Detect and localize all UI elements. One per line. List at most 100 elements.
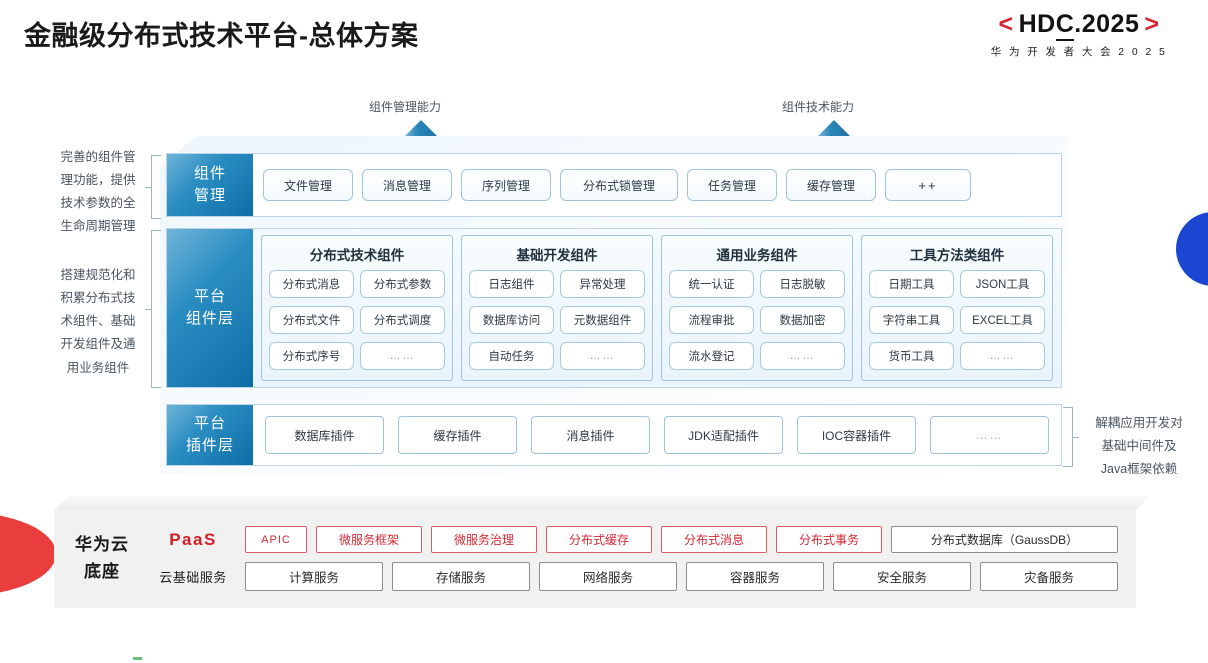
- layer-body-platform-component: 分布式技术组件 分布式消息 分布式参数 分布式文件 分布式调度 分布式序号 ………: [253, 229, 1061, 387]
- hdc-logo-subtitle: 华 为 开 发 者 大 会 2 0 2 5: [990, 46, 1168, 58]
- side-note-left-top-line-2: 技术参数的全: [60, 196, 136, 211]
- caption-component-technology-capability: 组件技术能力: [782, 100, 855, 114]
- cell-tool-methods-more[interactable]: ……: [960, 342, 1045, 370]
- cell-distributed-schedule[interactable]: 分布式调度: [360, 306, 445, 334]
- cell-currency-tool[interactable]: 货币工具: [869, 342, 954, 370]
- layer-label-line-1: 管理: [193, 187, 226, 204]
- cell-string-tool[interactable]: 字符串工具: [869, 306, 954, 334]
- side-note-left-bottom-line-4: 用业务组件: [66, 360, 130, 375]
- cell-basic-dev-more[interactable]: ……: [560, 342, 645, 370]
- plugin-cache[interactable]: 缓存插件: [398, 416, 517, 454]
- chip-distributed-lock-management[interactable]: 分布式锁管理: [560, 169, 678, 201]
- group-title-basic-dev: 基础开发组件: [516, 248, 598, 263]
- layer-label-platform-plugin: 平台 插件层: [167, 405, 253, 465]
- paas-item-microservice-governance[interactable]: 微服务治理: [431, 526, 537, 553]
- paas-panel: 华为云 底座 PaaS APIC 微服务框架 微服务治理 分布式缓存 分布式消息…: [54, 509, 1136, 608]
- side-note-left-bottom-line-3: 开发组件及通: [60, 337, 136, 352]
- cloud-service-network[interactable]: 网络服务: [539, 562, 677, 591]
- cell-auto-task[interactable]: 自动任务: [469, 342, 554, 370]
- group-distributed-tech: 分布式技术组件 分布式消息 分布式参数 分布式文件 分布式调度 分布式序号 ……: [261, 235, 453, 381]
- cell-distributed-file[interactable]: 分布式文件: [269, 306, 354, 334]
- paas-brand-line-0: 华为云: [75, 535, 129, 555]
- chip-add-more[interactable]: ++: [885, 169, 971, 201]
- hdc-text-c: .2025: [1074, 10, 1140, 38]
- bracket-left-component: [145, 230, 161, 388]
- layer-body-component-management: 文件管理 消息管理 序列管理 分布式锁管理 任务管理 缓存管理 ++: [253, 154, 1061, 216]
- chip-sequence-management[interactable]: 序列管理: [461, 169, 551, 201]
- cell-distributed-more[interactable]: ……: [360, 342, 445, 370]
- paas-item-distributed-message[interactable]: 分布式消息: [661, 526, 767, 553]
- paas-item-microservice-framework[interactable]: 微服务框架: [316, 526, 422, 553]
- layer-label-platform-component: 平台 组件层: [167, 229, 253, 387]
- side-note-left-bottom-line-1: 积累分布式技: [60, 291, 136, 306]
- cell-transaction-register[interactable]: 流水登记: [669, 342, 754, 370]
- cloud-service-compute[interactable]: 计算服务: [245, 562, 383, 591]
- plugin-database[interactable]: 数据库插件: [265, 416, 384, 454]
- group-title-tool-methods: 工具方法类组件: [909, 248, 1005, 263]
- cell-process-approval[interactable]: 流程审批: [669, 306, 754, 334]
- cell-data-encryption[interactable]: 数据加密: [760, 306, 845, 334]
- paas-brand: 华为云 底座: [54, 532, 150, 585]
- cell-distributed-message[interactable]: 分布式消息: [269, 270, 354, 298]
- side-note-left-top-line-0: 完善的组件管: [60, 150, 136, 164]
- side-note-right-line-1: 基础中间件及: [1101, 439, 1177, 454]
- paas-rows: PaaS APIC 微服务框架 微服务治理 分布式缓存 分布式消息 分布式事务 …: [150, 526, 1136, 591]
- paas-row-label: PaaS: [169, 529, 217, 549]
- cell-common-business-more[interactable]: ……: [760, 342, 845, 370]
- side-note-left-top: 完善的组件管 理功能，提供 技术参数的全 生命周期管理: [40, 146, 156, 239]
- hdc-text-a: HD: [1018, 10, 1056, 38]
- caption-component-management-capability: 组件管理能力: [369, 100, 442, 114]
- cell-log-masking[interactable]: 日志脱敏: [760, 270, 845, 298]
- paas-row-services: PaaS APIC 微服务框架 微服务治理 分布式缓存 分布式消息 分布式事务 …: [150, 526, 1118, 553]
- cell-json-tool[interactable]: JSON工具: [960, 270, 1045, 298]
- chip-file-management[interactable]: 文件管理: [263, 169, 353, 201]
- group-grid-tool-methods: 日期工具 JSON工具 字符串工具 EXCEL工具 货币工具 ……: [869, 270, 1045, 373]
- side-note-right-line-0: 解耦应用开发对: [1095, 416, 1183, 430]
- chip-cache-management[interactable]: 缓存管理: [786, 169, 876, 201]
- side-note-right-line-2: Java框架依赖: [1100, 462, 1178, 477]
- cell-exception-handling[interactable]: 异常处理: [560, 270, 645, 298]
- cell-metadata-component[interactable]: 元数据组件: [560, 306, 645, 334]
- cell-distributed-sequence[interactable]: 分布式序号: [269, 342, 354, 370]
- layer-label-line-1: 组件层: [185, 310, 234, 327]
- side-note-left-bottom-line-2: 术组件、基础: [60, 314, 136, 329]
- hdc-logo-main: <HDC.2025>: [964, 10, 1194, 41]
- paas-item-distributed-database[interactable]: 分布式数据库（GaussDB）: [891, 526, 1118, 553]
- paas-item-distributed-transaction[interactable]: 分布式事务: [776, 526, 882, 553]
- group-title-distributed-tech: 分布式技术组件: [309, 248, 405, 263]
- group-grid-basic-dev: 日志组件 异常处理 数据库访问 元数据组件 自动任务 ……: [469, 270, 645, 373]
- layer-body-platform-plugin: 数据库插件 缓存插件 消息插件 JDK适配插件 IOC容器插件 ……: [253, 405, 1061, 465]
- plugin-jdk-adapter[interactable]: JDK适配插件: [664, 416, 783, 454]
- chip-message-management[interactable]: 消息管理: [362, 169, 452, 201]
- group-tool-methods: 工具方法类组件 日期工具 JSON工具 字符串工具 EXCEL工具 货币工具 ……: [861, 235, 1053, 381]
- paas-item-apic[interactable]: APIC: [245, 526, 307, 553]
- cell-excel-tool[interactable]: EXCEL工具: [960, 306, 1045, 334]
- plugin-ioc-container[interactable]: IOC容器插件: [797, 416, 916, 454]
- cloud-service-security[interactable]: 安全服务: [833, 562, 971, 591]
- cell-database-access[interactable]: 数据库访问: [469, 306, 554, 334]
- cell-log-component[interactable]: 日志组件: [469, 270, 554, 298]
- side-note-left-bottom: 搭建规范化和 积累分布式技 术组件、基础 开发组件及通 用业务组件: [40, 264, 156, 380]
- layer-platform-component: 平台 组件层 分布式技术组件 分布式消息 分布式参数 分布式文件 分布式调度 分…: [166, 228, 1062, 388]
- cloud-service-storage[interactable]: 存储服务: [392, 562, 530, 591]
- paas-panel-bevel: [54, 496, 1150, 510]
- plugin-message[interactable]: 消息插件: [531, 416, 650, 454]
- bracket-left-management: [145, 155, 161, 219]
- page-title: 金融级分布式技术平台-总体方案: [24, 21, 419, 51]
- group-grid-distributed-tech: 分布式消息 分布式参数 分布式文件 分布式调度 分布式序号 ……: [269, 270, 445, 373]
- cloud-service-disaster-recovery[interactable]: 灾备服务: [980, 562, 1118, 591]
- paas-row-cloud-base: 云基础服务 计算服务 存储服务 网络服务 容器服务 安全服务 灾备服务: [150, 562, 1118, 591]
- blue-circle-decor-icon: [1176, 212, 1208, 286]
- cell-unified-auth[interactable]: 统一认证: [669, 270, 754, 298]
- chip-task-management[interactable]: 任务管理: [687, 169, 777, 201]
- hdc-text-b: C: [1055, 10, 1075, 41]
- paas-item-distributed-cache[interactable]: 分布式缓存: [546, 526, 652, 553]
- hdc-bracket-right-icon: >: [1144, 10, 1160, 38]
- cell-distributed-parameter[interactable]: 分布式参数: [360, 270, 445, 298]
- bracket-right-plugin: [1063, 407, 1079, 467]
- plugin-more[interactable]: ……: [930, 416, 1049, 454]
- cell-date-tool[interactable]: 日期工具: [869, 270, 954, 298]
- red-wedge-decor-icon: [0, 512, 56, 596]
- cloud-service-container[interactable]: 容器服务: [686, 562, 824, 591]
- group-common-business: 通用业务组件 统一认证 日志脱敏 流程审批 数据加密 流水登记 ……: [661, 235, 853, 381]
